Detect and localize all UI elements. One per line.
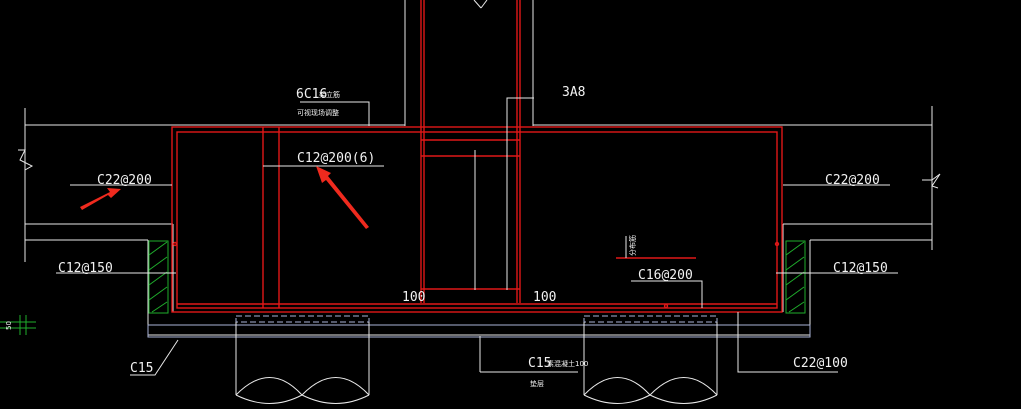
hatching-right: [785, 240, 806, 314]
label-blinding-mid: C15: [528, 356, 551, 371]
label-cover-left: 100: [402, 290, 425, 305]
label-main-bars-note2: 可视现场调整: [297, 108, 339, 117]
annotation-arrow-center: [316, 166, 369, 229]
label-main-bars: 6C16: [296, 87, 327, 102]
label-cover-right: 100: [533, 290, 556, 305]
label-right-side: C12@150: [833, 261, 888, 276]
annotation-arrow-left: [80, 188, 121, 210]
label-blinding-mid-note: 素混凝土100: [547, 359, 588, 368]
label-left-slab-top: C22@200: [97, 173, 152, 188]
blinding-layer: [147, 315, 811, 338]
label-blinding-bottom: C15: [130, 361, 153, 376]
label-main-bars-note: 架立筋: [319, 90, 340, 99]
label-dimension-left: 50: [5, 321, 13, 330]
rebar-cage: [171, 0, 783, 313]
pile-left: [235, 322, 370, 404]
hatching-left: [148, 240, 169, 314]
label-left-side: C12@150: [58, 261, 113, 276]
label-bottom-right-note: 分布筋: [628, 235, 637, 256]
label-right-slab-top: C22@200: [825, 173, 880, 188]
label-stirrup-top: 3A8: [562, 85, 585, 100]
slab-outline: [18, 106, 941, 336]
label-center-stirrups: C12@200(6): [297, 151, 375, 166]
dimension-marks: [0, 315, 36, 335]
column-outline: [404, 0, 534, 126]
label-blinding-mid-note2: 垫层: [530, 379, 544, 388]
leader-lines: [56, 97, 898, 376]
pile-right: [583, 322, 718, 404]
label-bottom-rebar: C22@100: [793, 356, 848, 371]
label-bottom-right: C16@200: [638, 268, 693, 283]
